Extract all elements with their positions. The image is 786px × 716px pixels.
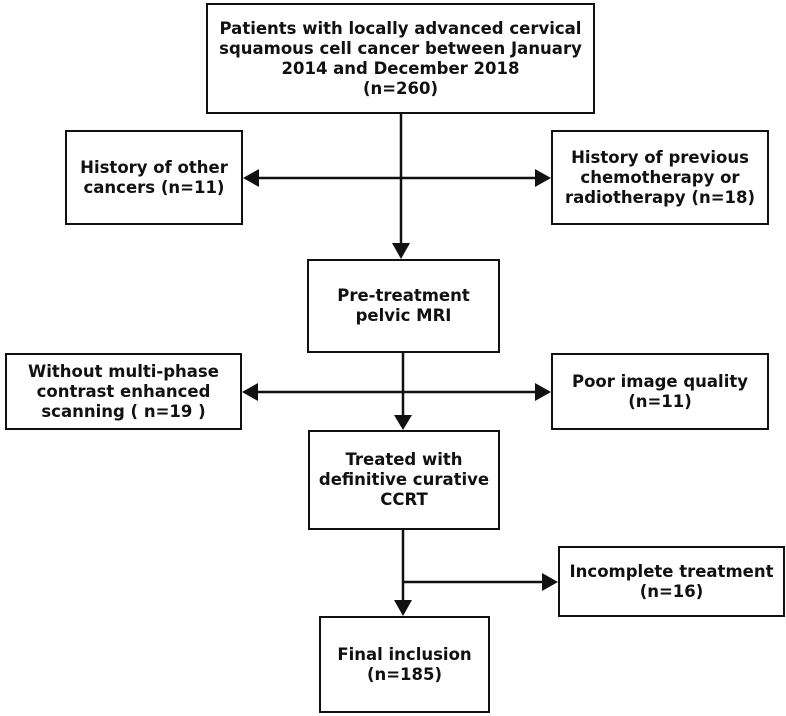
arrowhead-exclude-incomplete [542,573,558,591]
node-exclude-previous-therapy: History of previous chemotherapy or radi… [551,130,769,225]
node-exclude-incomplete-line-1: Incomplete treatment [569,561,774,581]
node-start-line-3: 2014 and December 2018 [281,58,520,78]
node-exclude-poor-quality: Poor image quality (n=11) [551,353,769,430]
node-exclude-poor-quality-line-1: Poor image quality [571,371,749,391]
node-exclude-previous-therapy-line-3: radiotherapy (n=18) [564,187,756,207]
node-exclude-no-multiphase-line-2: contrast enhanced [36,381,211,401]
node-final-inclusion: Final inclusion (n=185) [319,616,490,713]
node-exclude-incomplete: Incomplete treatment (n=16) [558,546,785,617]
node-exclude-other-cancers-line-2: cancers (n=11) [83,177,225,197]
arrowhead-exclude-poor-quality [535,383,551,401]
node-exclude-incomplete-line-2: (n=16) [639,581,704,601]
node-exclude-other-cancers: History of other cancers (n=11) [65,130,243,225]
node-start-line-2: squamous cell cancer between January [219,38,582,58]
node-treated-ccrt-line-3: CCRT [380,490,428,509]
node-final-inclusion-line-2: (n=185) [366,664,443,684]
node-final-inclusion-line-1: Final inclusion [337,644,472,664]
node-treated-ccrt: Treated with definitive curative CCRT [308,430,500,530]
node-exclude-no-multiphase-line-3: scanning ( n=19 ) [41,401,206,421]
node-start-line-1: Patients with locally advanced cervical [219,18,582,38]
arrowhead-ccrt [394,415,412,430]
node-exclude-no-multiphase: Without multi-phase contrast enhanced sc… [5,353,242,430]
node-exclude-other-cancers-line-1: History of other [80,157,228,177]
arrowhead-exclude-previous-therapy [535,169,551,187]
arrowhead-mri [392,243,410,259]
arrowhead-exclude-other-cancers [243,169,259,187]
node-exclude-no-multiphase-line-1: Without multi-phase [28,361,219,381]
node-pretreatment-mri: Pre-treatment pelvic MRI [307,259,500,353]
node-pretreatment-mri-line-1: Pre-treatment [337,286,470,305]
arrowhead-exclude-no-multiphase [242,383,258,401]
node-pretreatment-mri-line-2: pelvic MRI [355,306,452,325]
node-treated-ccrt-line-2: definitive curative [318,470,490,489]
node-exclude-previous-therapy-line-2: chemotherapy or [580,167,740,187]
node-start-line-4: (n=260) [362,78,439,98]
node-exclude-poor-quality-line-2: (n=11) [628,391,692,411]
arrowhead-final [394,600,412,616]
node-exclude-previous-therapy-line-1: History of previous [571,147,749,167]
node-treated-ccrt-line-1: Treated with [345,450,463,469]
node-start: Patients with locally advanced cervical … [206,3,595,114]
